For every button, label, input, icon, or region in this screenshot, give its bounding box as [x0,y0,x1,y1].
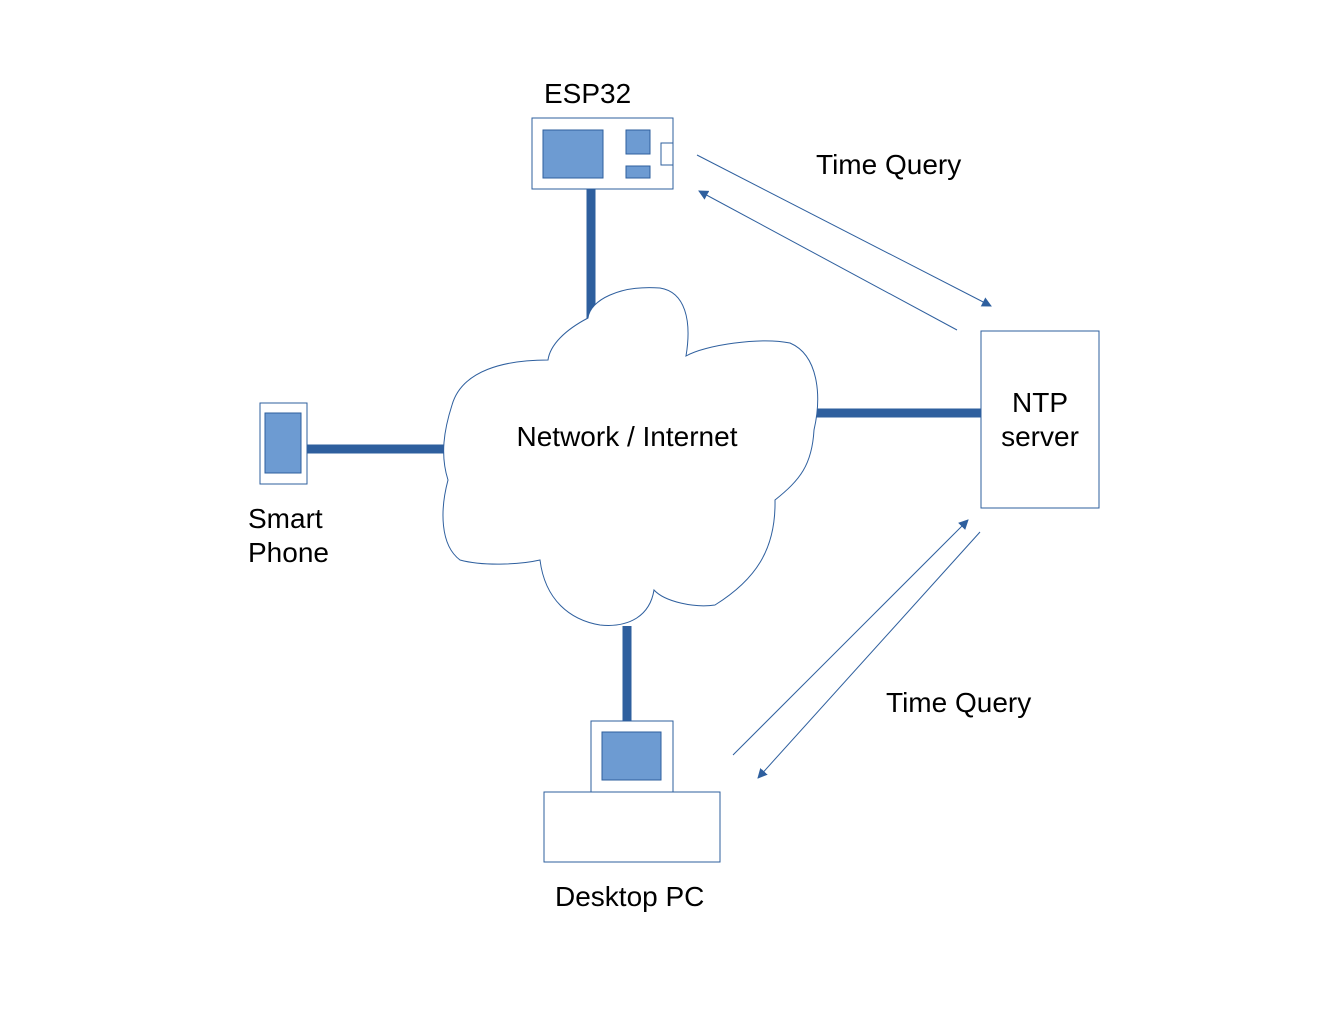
monitor-screen [601,731,662,781]
esp32-chip [542,129,604,179]
ntp-server-label-line2: server [1001,421,1079,452]
arrow-esp32-to-ntp [696,154,992,307]
arrow-ntp-to-esp32 [698,190,958,331]
desktop-base [543,791,721,863]
network-label: Network / Internet [516,421,738,452]
esp32-connector [660,142,674,166]
smart-phone-label-line2: Phone [248,537,329,568]
desktop-pc-device [543,720,721,863]
esp32-board [531,117,674,190]
arrow-ntp-to-desktop [757,531,981,779]
smart-phone-label-line1: Smart [248,503,323,534]
phone-screen [264,412,302,474]
arrow-desktop-to-ntp [732,519,969,756]
esp32-component-top [625,129,651,155]
esp32-label: ESP32 [544,78,632,109]
ntp-server-box [980,330,1100,509]
desktop-pc-label: Desktop PC [555,881,705,912]
network-cloud [442,287,819,626]
ntp-server-label-line1: NTP [1012,387,1068,418]
esp32-component-bottom [625,165,651,179]
time-query-top-label: Time Query [816,149,962,180]
time-query-bottom-label: Time Query [886,687,1032,718]
smart-phone-device [259,402,308,485]
